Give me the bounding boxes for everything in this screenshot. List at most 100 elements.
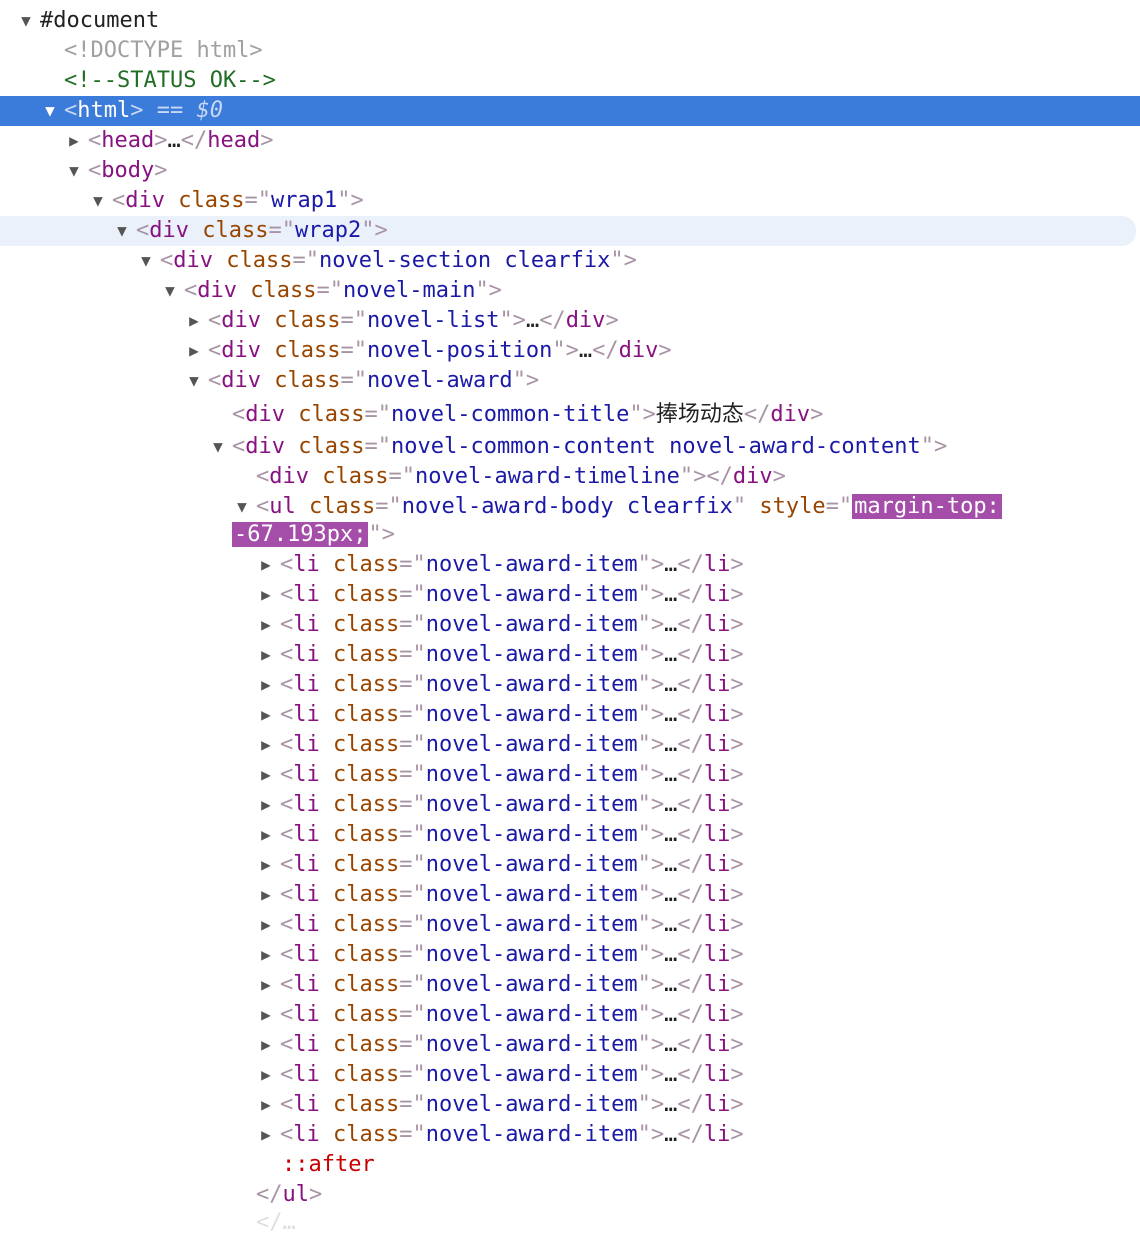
triangle-right-icon[interactable]: ▶ bbox=[261, 915, 271, 934]
collapsed-ellipsis: … bbox=[664, 612, 678, 637]
collapsed-ellipsis: … bbox=[664, 702, 678, 727]
triangle-down-icon[interactable]: ▼ bbox=[213, 437, 223, 456]
triangle-down-icon[interactable]: ▼ bbox=[45, 101, 55, 120]
tree-row-novel-list[interactable]: ▶ <div class="novel-list">…</div> bbox=[0, 306, 1140, 336]
attr-name: class bbox=[322, 464, 389, 489]
triangle-right-icon[interactable]: ▶ bbox=[261, 615, 271, 634]
triangle-right-icon[interactable]: ▶ bbox=[261, 975, 271, 994]
tree-row-award-body[interactable]: ▼ <ul class="novel-award-body clearfix" … bbox=[0, 492, 1140, 552]
triangle-right-icon[interactable]: ▶ bbox=[261, 1095, 271, 1114]
tree-row-wrap1[interactable]: ▼ <div class="wrap1"> bbox=[0, 186, 1140, 216]
attr-value: novel-award-item bbox=[425, 762, 638, 787]
triangle-down-icon[interactable]: ▼ bbox=[165, 281, 175, 300]
tree-row-li-item[interactable]: ▶<li class="novel-award-item">…</li> bbox=[0, 760, 1140, 790]
attr-value: novel-award-item bbox=[425, 1122, 638, 1147]
tree-row-ul-close[interactable]: </ul> bbox=[0, 1180, 1140, 1210]
timeline-node: <div class="novel-award-timeline"></div> bbox=[256, 464, 786, 489]
collapsed-ellipsis: … bbox=[664, 582, 678, 607]
triangle-right-icon[interactable]: ▶ bbox=[189, 311, 199, 330]
tree-row-novel-position[interactable]: ▶ <div class="novel-position">…</div> bbox=[0, 336, 1140, 366]
triangle-right-icon[interactable]: ▶ bbox=[261, 585, 271, 604]
tree-row-li-item[interactable]: ▶<li class="novel-award-item">…</li> bbox=[0, 1030, 1140, 1060]
document-label: #document bbox=[40, 8, 160, 33]
tree-row-novel-main[interactable]: ▼ <div class="novel-main"> bbox=[0, 276, 1140, 306]
tree-row-novel-section[interactable]: ▼ <div class="novel-section clearfix"> bbox=[0, 246, 1140, 276]
triangle-right-icon[interactable]: ▶ bbox=[261, 1005, 271, 1024]
attr-name: class bbox=[333, 942, 400, 967]
tree-row-common-content[interactable]: ▼ <div class="novel-common-content novel… bbox=[0, 432, 1140, 462]
tree-row-wrap2[interactable]: ▼ <div class="wrap2"> bbox=[0, 216, 1136, 246]
tree-row-li-item[interactable]: ▶<li class="novel-award-item">…</li> bbox=[0, 610, 1140, 640]
attr-value: novel-award-item bbox=[425, 852, 638, 877]
triangle-right-icon[interactable]: ▶ bbox=[261, 675, 271, 694]
tree-row-li-item[interactable]: ▶<li class="novel-award-item">…</li> bbox=[0, 550, 1140, 580]
triangle-down-icon[interactable]: ▼ bbox=[189, 371, 199, 390]
tree-row-li-item[interactable]: ▶<li class="novel-award-item">…</li> bbox=[0, 880, 1140, 910]
tag-name: li bbox=[703, 1092, 731, 1117]
tree-row-li-item[interactable]: ▶<li class="novel-award-item">…</li> bbox=[0, 1120, 1140, 1150]
tree-row-li-item[interactable]: ▶<li class="novel-award-item">…</li> bbox=[0, 1000, 1140, 1030]
triangle-right-icon[interactable]: ▶ bbox=[261, 1035, 271, 1054]
triangle-down-icon[interactable]: ▼ bbox=[69, 161, 79, 180]
collapsed-ellipsis: … bbox=[664, 852, 678, 877]
tree-row-novel-award[interactable]: ▼ <div class="novel-award"> bbox=[0, 366, 1140, 396]
triangle-right-icon[interactable]: ▶ bbox=[189, 341, 199, 360]
attr-name: class bbox=[178, 188, 245, 213]
wrap2-node: <div class="wrap2"> bbox=[136, 218, 388, 243]
tree-row-li-item[interactable]: ▶<li class="novel-award-item">…</li> bbox=[0, 940, 1140, 970]
triangle-right-icon[interactable]: ▶ bbox=[261, 1065, 271, 1084]
triangle-down-icon[interactable]: ▼ bbox=[21, 11, 31, 30]
triangle-right-icon[interactable]: ▶ bbox=[69, 131, 79, 150]
tree-row-li-item[interactable]: ▶<li class="novel-award-item">…</li> bbox=[0, 670, 1140, 700]
tree-row-common-title[interactable]: <div class="novel-common-title">捧场动态</di… bbox=[0, 400, 1140, 430]
attr-name: class bbox=[274, 368, 341, 393]
tag-name: head bbox=[207, 128, 261, 153]
triangle-down-icon[interactable]: ▼ bbox=[93, 191, 103, 210]
tree-row-li-item[interactable]: ▶<li class="novel-award-item">…</li> bbox=[0, 850, 1140, 880]
tree-row-li-item[interactable]: ▶<li class="novel-award-item">…</li> bbox=[0, 640, 1140, 670]
tree-row-li-item[interactable]: ▶<li class="novel-award-item">…</li> bbox=[0, 1090, 1140, 1120]
triangle-right-icon[interactable]: ▶ bbox=[261, 645, 271, 664]
triangle-right-icon[interactable]: ▶ bbox=[261, 885, 271, 904]
tree-row-li-item[interactable]: ▶<li class="novel-award-item">…</li> bbox=[0, 790, 1140, 820]
tree-row-li-item[interactable]: ▶<li class="novel-award-item">…</li> bbox=[0, 970, 1140, 1000]
triangle-down-icon[interactable]: ▼ bbox=[117, 221, 127, 240]
tree-row-li-item[interactable]: ▶<li class="novel-award-item">…</li> bbox=[0, 730, 1140, 760]
tag-name: li bbox=[703, 822, 731, 847]
tree-row-after[interactable]: ::after bbox=[0, 1150, 1140, 1180]
triangle-down-icon[interactable]: ▼ bbox=[141, 251, 151, 270]
triangle-right-icon[interactable]: ▶ bbox=[261, 765, 271, 784]
tree-row-head[interactable]: ▶ <head>…</head> bbox=[0, 126, 1140, 156]
tree-row-doctype[interactable]: <!DOCTYPE html> bbox=[0, 36, 1140, 66]
tree-row-li-item[interactable]: ▶<li class="novel-award-item">…</li> bbox=[0, 1060, 1140, 1090]
triangle-right-icon[interactable]: ▶ bbox=[261, 735, 271, 754]
triangle-right-icon[interactable]: ▶ bbox=[261, 555, 271, 574]
attr-name: class bbox=[274, 338, 341, 363]
triangle-right-icon[interactable]: ▶ bbox=[261, 795, 271, 814]
tree-row-document[interactable]: ▼ #document bbox=[0, 6, 1140, 36]
tag-name: li bbox=[293, 702, 320, 727]
tree-row-timeline[interactable]: <div class="novel-award-timeline"></div> bbox=[0, 462, 1140, 492]
triangle-right-icon[interactable]: ▶ bbox=[261, 945, 271, 964]
tree-row-li-item[interactable]: ▶<li class="novel-award-item">…</li> bbox=[0, 700, 1140, 730]
tree-row-li-item[interactable]: ▶<li class="novel-award-item">…</li> bbox=[0, 580, 1140, 610]
triangle-down-icon[interactable]: ▼ bbox=[237, 497, 247, 516]
triangle-right-icon[interactable]: ▶ bbox=[261, 1125, 271, 1144]
collapsed-ellipsis: … bbox=[664, 912, 678, 937]
triangle-right-icon[interactable]: ▶ bbox=[261, 855, 271, 874]
triangle-right-icon[interactable]: ▶ bbox=[261, 705, 271, 724]
triangle-right-icon[interactable]: ▶ bbox=[261, 825, 271, 844]
collapsed-ellipsis: … bbox=[664, 1062, 678, 1087]
tag-name: li bbox=[703, 1002, 731, 1027]
tag-name: head bbox=[101, 128, 155, 153]
tree-row-li-item[interactable]: ▶<li class="novel-award-item">…</li> bbox=[0, 820, 1140, 850]
tree-row-comment[interactable]: <!--STATUS OK--> bbox=[0, 66, 1140, 96]
tree-row-body[interactable]: ▼ <body> bbox=[0, 156, 1140, 186]
console-ref-eq: == bbox=[156, 98, 184, 123]
attr-value: novel-award-item bbox=[425, 822, 638, 847]
collapsed-ellipsis: … bbox=[664, 972, 678, 997]
collapsed-ellipsis: … bbox=[664, 1032, 678, 1057]
tree-row-li-item[interactable]: ▶<li class="novel-award-item">…</li> bbox=[0, 910, 1140, 940]
tree-row-html-selected[interactable]: ▼ <html> == $0 bbox=[0, 96, 1140, 126]
